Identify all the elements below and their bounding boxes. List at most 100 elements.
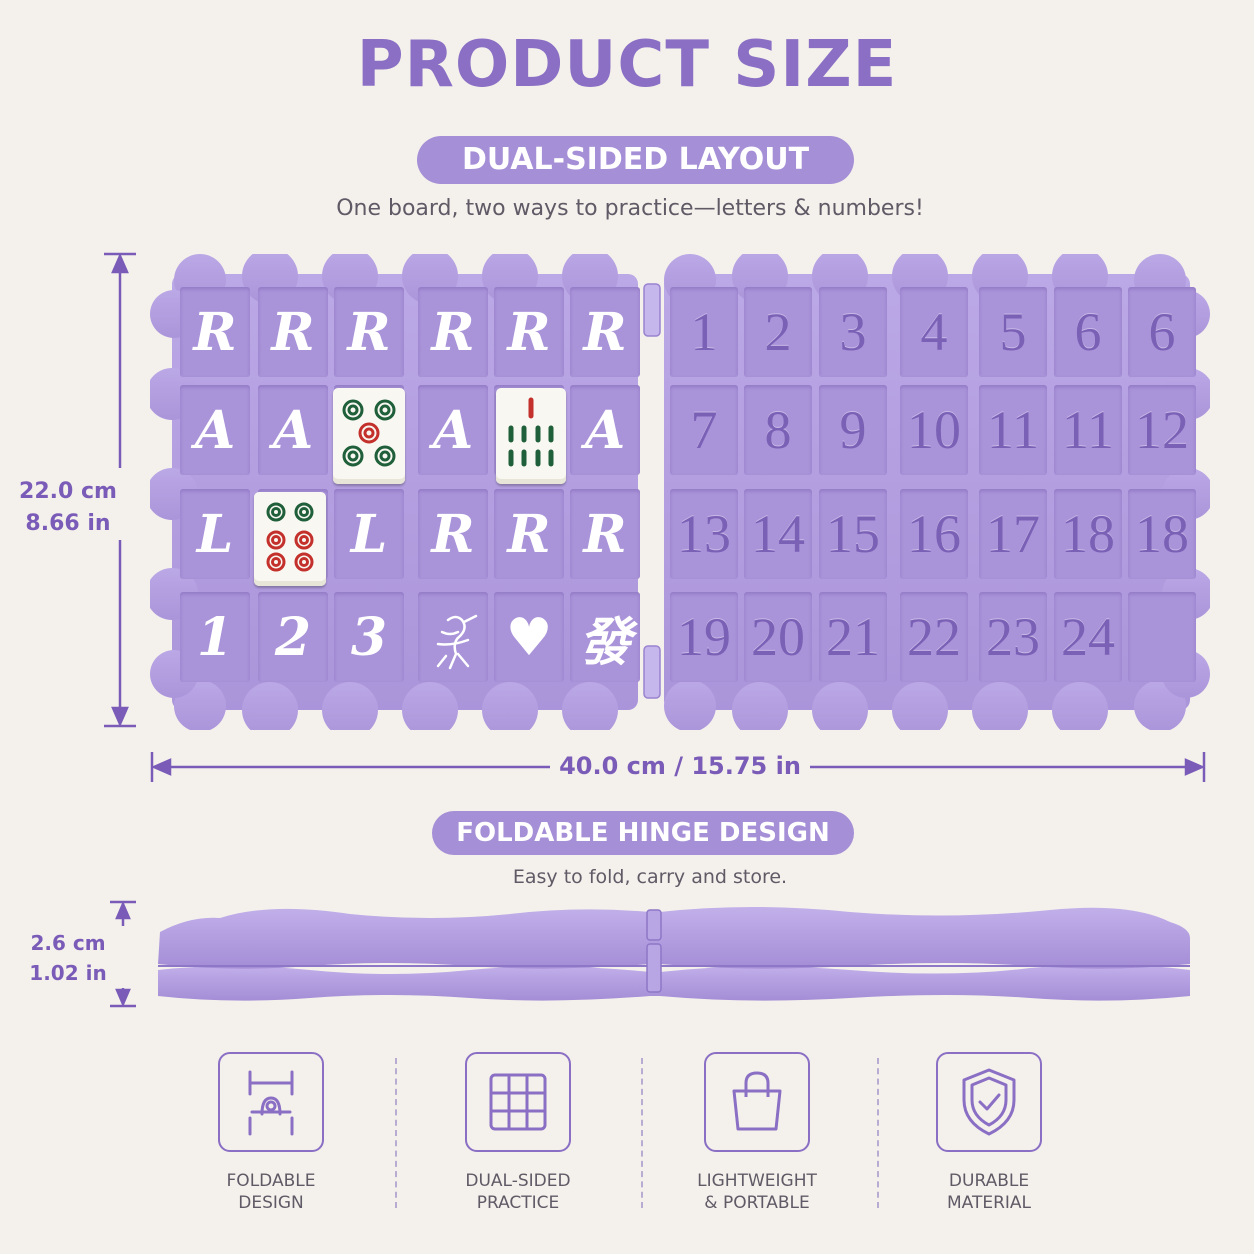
board-cell-label: R	[507, 503, 551, 565]
mahjong-tile-bamboo[interactable]	[496, 388, 566, 484]
board-cell-label: A	[584, 399, 626, 461]
board-cell-left[interactable]: R	[418, 287, 488, 377]
feature-label-line1: LIGHTWEIGHT	[697, 1171, 817, 1191]
feature-label-line2: DESIGN	[238, 1193, 304, 1213]
board-cell-right[interactable]: 10	[900, 385, 968, 475]
board-cell-number: 20	[751, 607, 805, 667]
board-cell-number: 8	[764, 400, 792, 460]
board-cell-left[interactable]: R	[180, 287, 250, 377]
board-cell-right[interactable]: 24	[1054, 592, 1122, 682]
folded-board	[158, 907, 1190, 1001]
board-cell-number: 19	[677, 607, 731, 667]
board-cell-right[interactable]: 18	[1054, 489, 1122, 579]
board-cell-right[interactable]: 8	[744, 385, 812, 475]
board-cell-left[interactable]: ♥	[494, 592, 564, 682]
board-cell-number: 16	[907, 504, 961, 564]
mahjong-tile-circles[interactable]	[333, 388, 405, 484]
board-cell-left[interactable]: A	[258, 385, 328, 475]
board-cell-number: 10	[907, 400, 961, 460]
board-cell-label: R	[583, 301, 627, 363]
board-cell-number: 6	[1148, 302, 1176, 362]
board-cell-right[interactable]: 9	[819, 385, 887, 475]
board-cell-left[interactable]: 2	[258, 592, 328, 682]
board-cell-right[interactable]: 21	[819, 592, 887, 682]
board-cell-left[interactable]	[418, 592, 488, 682]
board-cell-label: A	[432, 399, 474, 461]
feature-dual-sided: DUAL-SIDED PRACTICE	[418, 1052, 618, 1214]
board-cell-label: 1	[196, 606, 234, 668]
board-cell-right[interactable]: 6	[1128, 287, 1196, 377]
board-cell-number: 2	[764, 302, 792, 362]
board-cell-label: 2	[274, 606, 312, 668]
board-cell-right[interactable]: 4	[900, 287, 968, 377]
board-cell-right[interactable]: 20	[744, 592, 812, 682]
board-cell-right[interactable]: 14	[744, 489, 812, 579]
board-cell-left[interactable]: R	[494, 489, 564, 579]
board-cell-number: 11	[987, 400, 1039, 460]
thickness-cm: 2.6 cm	[30, 931, 106, 955]
thickness-in: 1.02 in	[29, 961, 107, 985]
board-cell-number: 22	[907, 607, 961, 667]
board-cell-label: L	[350, 503, 388, 565]
board-cell-label: R	[347, 301, 391, 363]
board-cell-number: 14	[751, 504, 805, 564]
board-cell-left[interactable]: A	[418, 385, 488, 475]
board-cell-left[interactable]: A	[570, 385, 640, 475]
board-cell-left[interactable]: 發	[570, 592, 640, 682]
feature-label-line1: DUAL-SIDED	[465, 1171, 571, 1191]
board-cell-left[interactable]: R	[258, 287, 328, 377]
board-cell-label: 3	[350, 606, 388, 668]
board-cell-right[interactable]: 22	[900, 592, 968, 682]
thickness-label: 2.6 cm 1.02 in	[8, 928, 128, 988]
board-cell-number: 4	[920, 302, 948, 362]
feature-durable: DURABLE MATERIAL	[889, 1052, 1089, 1214]
board-cell-label: R	[583, 503, 627, 565]
board-cell-left[interactable]: A	[180, 385, 250, 475]
board-cell-right[interactable]: 16	[900, 489, 968, 579]
feature-label-line1: FOLDABLE	[226, 1171, 316, 1191]
board-cell-left[interactable]: R	[570, 287, 640, 377]
board-cell-right[interactable]: 19	[670, 592, 738, 682]
board-cell-left[interactable]: R	[418, 489, 488, 579]
board-cell-left[interactable]: R	[570, 489, 640, 579]
board-cell-right[interactable]: 2	[744, 287, 812, 377]
board-cell-left[interactable]: 1	[180, 592, 250, 682]
page-title: PRODUCT SIZE	[356, 28, 898, 102]
board-cell-label: R	[431, 503, 475, 565]
board-cell-right[interactable]: 11	[1054, 385, 1122, 475]
board-cell-number: 15	[826, 504, 880, 564]
board-cell-right[interactable]: 6	[1054, 287, 1122, 377]
bird-icon	[436, 614, 478, 670]
board-cell-number: 9	[839, 400, 867, 460]
board-cell-right[interactable]: 17	[979, 489, 1047, 579]
board-cell-label: A	[272, 399, 314, 461]
board-cell-right[interactable]: 7	[670, 385, 738, 475]
board-cell-left[interactable]: R	[494, 287, 564, 377]
hinge-icon	[218, 1052, 324, 1152]
board-cell-left[interactable]: L	[334, 489, 404, 579]
board-cell-left[interactable]: R	[334, 287, 404, 377]
board-cell-label: L	[196, 503, 234, 565]
board-cell-right[interactable]: 12	[1128, 385, 1196, 475]
board-cell-right[interactable]	[1128, 592, 1196, 682]
mahjong-tile-circles-6[interactable]	[254, 492, 326, 586]
board-cell-label: R	[431, 301, 475, 363]
board-cell-right[interactable]: 15	[819, 489, 887, 579]
board-cell-right[interactable]: 11	[979, 385, 1047, 475]
board-cell-right[interactable]: 13	[670, 489, 738, 579]
board-cell-number: 3	[839, 302, 867, 362]
board-cell-right[interactable]: 1	[670, 287, 738, 377]
board-cell-number: 23	[986, 607, 1040, 667]
height-in: 8.66 in	[25, 511, 111, 536]
board-cell-number: 1	[690, 302, 718, 362]
board-cell-right[interactable]: 5	[979, 287, 1047, 377]
board-cell-right[interactable]: 23	[979, 592, 1047, 682]
board-cell-right[interactable]: 3	[819, 287, 887, 377]
board-cell-number: 21	[826, 607, 880, 667]
feature-divider	[877, 1058, 879, 1208]
board-cell-left[interactable]: L	[180, 489, 250, 579]
board-cell-label: A	[194, 399, 236, 461]
board-cell-right[interactable]: 18	[1128, 489, 1196, 579]
board-cell-left[interactable]: 3	[334, 592, 404, 682]
